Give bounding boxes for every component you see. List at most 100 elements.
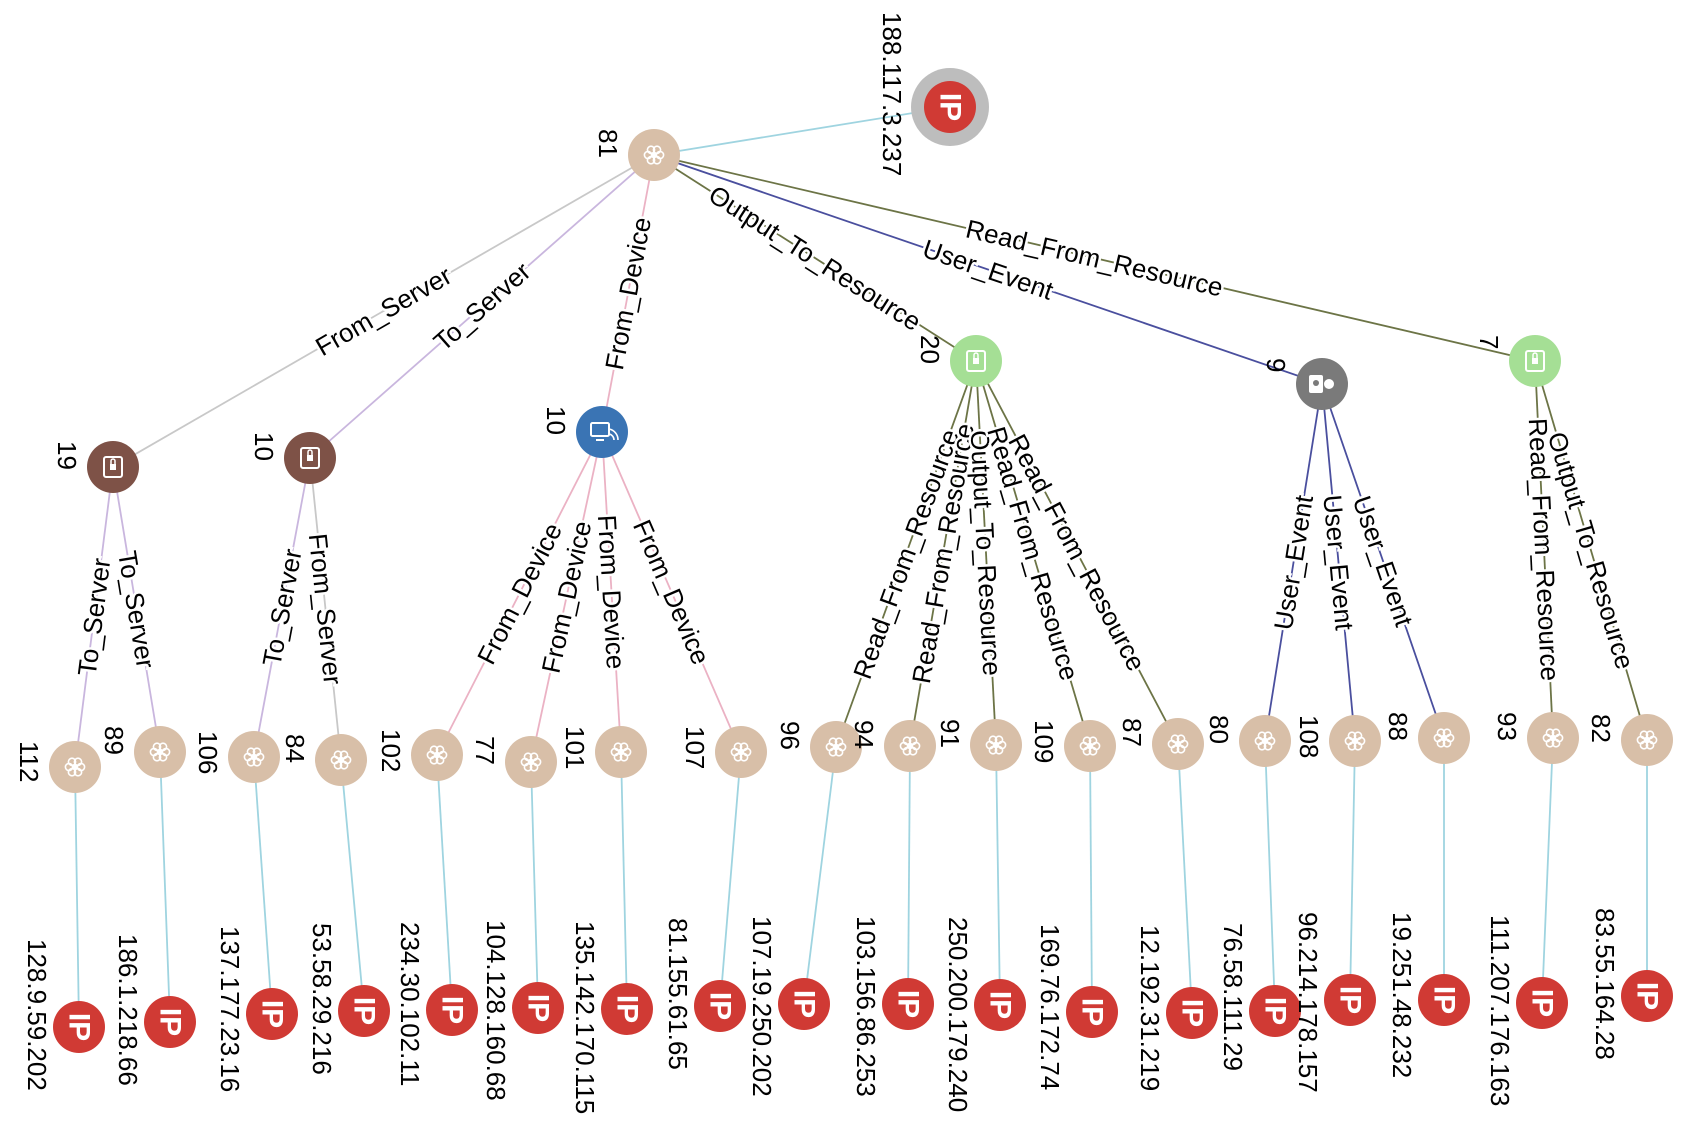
edge[interactable]: From_Server (300, 457, 351, 761)
flower-icon (243, 747, 265, 767)
user-node[interactable]: 9 (1261, 358, 1348, 410)
node-circle (246, 988, 298, 1040)
flower-icon (825, 737, 847, 757)
edge[interactable] (1177, 743, 1193, 1014)
edge[interactable]: Read_From_Resource (653, 154, 1536, 362)
hub-node[interactable]: 82 (1586, 714, 1673, 766)
resource-node[interactable]: 7 (1474, 335, 1561, 387)
ip-badge-text: IP (788, 990, 821, 1018)
lock-box-icon (103, 456, 123, 478)
ip-address-label: 19.251.48.232 (1387, 912, 1417, 1078)
node-circle (778, 978, 830, 1030)
edge-line (995, 744, 1001, 1006)
ip-badge-text: IP (704, 992, 737, 1020)
edge[interactable] (1349, 740, 1356, 1001)
ip-badge-text: IP (1631, 982, 1664, 1010)
hub-node[interactable]: 91 (935, 719, 1022, 771)
server-node[interactable]: 10 (249, 432, 336, 484)
edge[interactable] (907, 745, 911, 1005)
hub-node[interactable]: 96 (775, 721, 862, 773)
edge[interactable] (653, 106, 951, 156)
edge[interactable]: From_Server (112, 154, 655, 468)
hub-node[interactable]: 93 (1492, 712, 1579, 764)
edge[interactable] (995, 744, 1001, 1006)
edge[interactable] (74, 766, 80, 1028)
node-circle (1516, 977, 1568, 1029)
hub-node[interactable]: 80 (1204, 715, 1291, 767)
edge-line (436, 431, 603, 756)
edge[interactable]: To_Server (110, 466, 163, 753)
edge[interactable] (1264, 740, 1276, 1012)
hub-node[interactable]: 108 (1294, 715, 1381, 767)
flower-icon (1433, 728, 1455, 748)
hub-node[interactable]: 109 (1029, 720, 1116, 772)
edge[interactable] (530, 761, 539, 1009)
edge-line (112, 466, 161, 753)
edge[interactable] (1089, 745, 1093, 1013)
edge[interactable] (1541, 737, 1554, 1004)
ip-address-label: 250.200.179.240 (943, 917, 973, 1112)
node-circle (601, 983, 653, 1035)
device-node[interactable]: 10 (541, 406, 628, 458)
edge[interactable]: To_Server (253, 457, 311, 758)
node-count-label: 108 (1294, 715, 1324, 758)
flower-icon (985, 735, 1007, 755)
edge[interactable]: User_Event (1315, 383, 1362, 742)
edge[interactable]: User_Event (1264, 383, 1323, 742)
hub-node[interactable]: 107 (680, 726, 767, 778)
flower-icon (520, 752, 542, 772)
hub-node[interactable]: 87 (1117, 718, 1204, 770)
edge[interactable]: To_Server (69, 466, 119, 768)
edge[interactable]: From_Device (589, 431, 634, 753)
edge[interactable] (436, 754, 453, 1011)
node-count-label: 77 (470, 736, 500, 765)
hub-node[interactable]: 94 (849, 720, 936, 772)
edge[interactable] (159, 751, 171, 1023)
hub-node[interactable]: 102 (376, 729, 463, 781)
edge[interactable] (253, 756, 273, 1015)
flower-icon (730, 742, 752, 762)
hub-node[interactable]: 112 (14, 741, 101, 793)
edge[interactable] (803, 746, 837, 1005)
edge[interactable]: Output_To_Resource (962, 360, 1010, 746)
edge[interactable] (719, 751, 742, 1007)
hub-node[interactable]: 77 (470, 736, 557, 788)
edge[interactable]: Read_From_Resource (1520, 360, 1568, 739)
hub-node[interactable]: 81 (593, 129, 680, 181)
node-circle (1066, 986, 1118, 1038)
node-circle (53, 1001, 105, 1053)
hub-node[interactable]: 84 (280, 734, 367, 786)
edge[interactable]: From_Device (530, 431, 603, 763)
edge[interactable] (340, 759, 365, 1012)
edge-label: From_Server (303, 532, 348, 686)
resource-node[interactable]: 20 (915, 335, 1002, 387)
hub-node[interactable]: 88 (1383, 712, 1470, 764)
edge[interactable] (620, 751, 628, 1010)
edge[interactable]: Read_From_Resource (975, 360, 1179, 745)
hub-node[interactable]: 101 (560, 726, 647, 778)
hub-node[interactable]: 89 (99, 726, 186, 778)
node-circle (974, 979, 1026, 1031)
hub-node[interactable]: 106 (193, 731, 280, 783)
server-node[interactable]: 19 (52, 441, 139, 493)
